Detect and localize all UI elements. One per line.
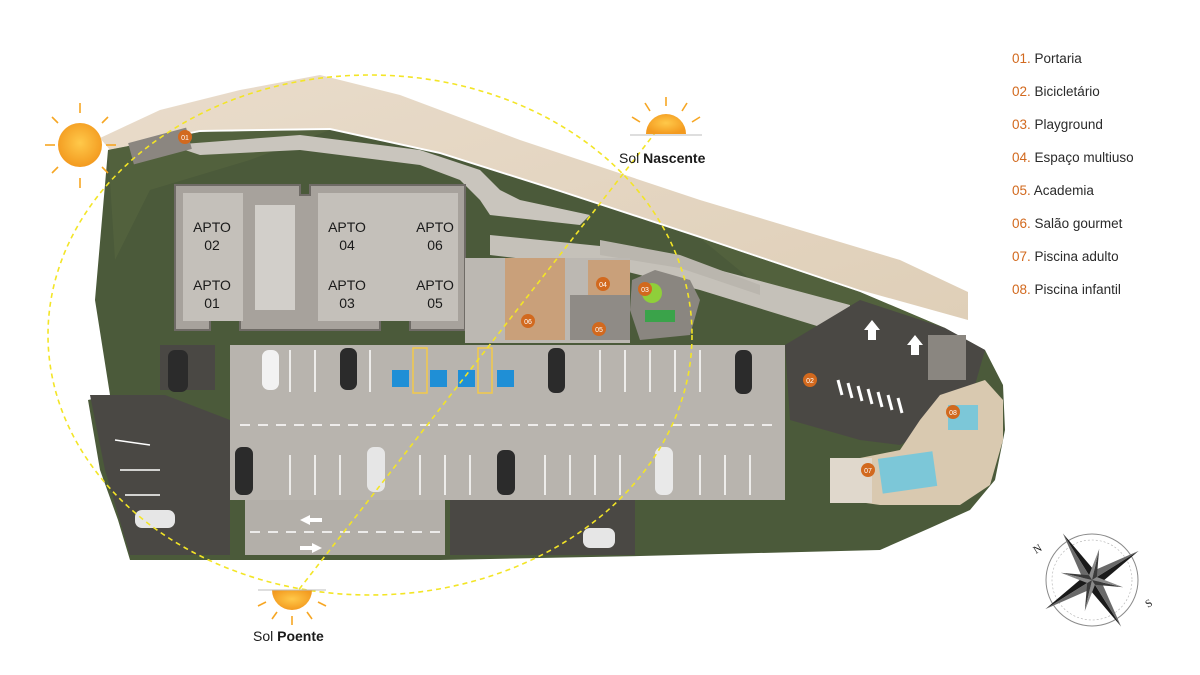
marker-06: 06 [521, 314, 535, 328]
road-arrows [300, 320, 923, 553]
ramp-walkway [600, 240, 760, 295]
svg-text:03: 03 [641, 287, 649, 294]
sun-icon [45, 103, 116, 188]
marker-07: 07 [861, 463, 875, 477]
apto-01-label: APTO 01 [193, 277, 231, 311]
legend: 01. Portaria 02. Bicicletário 03. Playgr… [1012, 48, 1134, 312]
sunrise-icon [630, 97, 702, 136]
apto-03-label: APTO 03 [328, 277, 366, 311]
marker-03: 03 [638, 282, 652, 296]
legend-item: 06. Salão gourmet [1012, 216, 1123, 231]
adult-pool [877, 451, 938, 494]
compass-north-label: N [1031, 542, 1044, 556]
garden-walkway [170, 135, 590, 225]
apto-02-label: APTO 02 [193, 219, 231, 253]
crosswalk [836, 379, 904, 414]
svg-text:07: 07 [864, 468, 872, 475]
marker-01: 01 [178, 130, 192, 144]
legend-item: 02. Bicicletário [1012, 84, 1100, 99]
parking-dividers [114, 350, 751, 496]
legend-item: 07. Piscina adulto [1012, 249, 1119, 264]
marker-02: 02 [803, 373, 817, 387]
salao-gourmet-room [505, 258, 565, 340]
playground-equipment [645, 310, 675, 322]
sidewalk-strip [100, 75, 968, 320]
marker-04: 04 [596, 277, 610, 291]
legend-item: 08. Piscina infantil [1012, 282, 1121, 297]
apartment-roof [255, 205, 295, 310]
apto-05-label: APTO 05 [416, 277, 454, 311]
svg-text:05: 05 [595, 327, 603, 334]
legend-item: 01. Portaria [1012, 51, 1082, 66]
multiuso-room [588, 260, 630, 295]
side-parking [90, 395, 230, 555]
marker-05: 05 [592, 322, 606, 336]
apartment-roof [318, 193, 458, 321]
sunset-label: Sol Poente [253, 628, 324, 644]
sunset-icon [257, 589, 327, 625]
accessible-spots [392, 347, 514, 394]
svg-text:02: 02 [806, 378, 814, 385]
parking-lot-lower [245, 500, 445, 555]
svg-text:04: 04 [599, 282, 607, 289]
apto-06-label: APTO 06 [416, 219, 454, 253]
portaria-building [128, 127, 192, 165]
compass-rose-icon: N S [1031, 533, 1155, 627]
legend-item: 05. Academia [1012, 183, 1094, 198]
apartment-roof [183, 193, 243, 321]
apto-04-label: APTO 04 [328, 219, 366, 253]
svg-text:01: 01 [181, 135, 189, 142]
legend-item: 04. Espaço multiuso [1012, 150, 1134, 165]
svg-text:08: 08 [949, 410, 957, 417]
grass-highlight [108, 130, 330, 260]
sun-path [47, 74, 693, 596]
marker-08: 08 [946, 405, 960, 419]
legend-item: 03. Playground [1012, 117, 1103, 132]
svg-text:06: 06 [524, 319, 532, 326]
guard-house [928, 335, 966, 380]
sunrise-label: Sol Nascente [619, 150, 706, 166]
compass-south-label: S [1143, 597, 1155, 610]
